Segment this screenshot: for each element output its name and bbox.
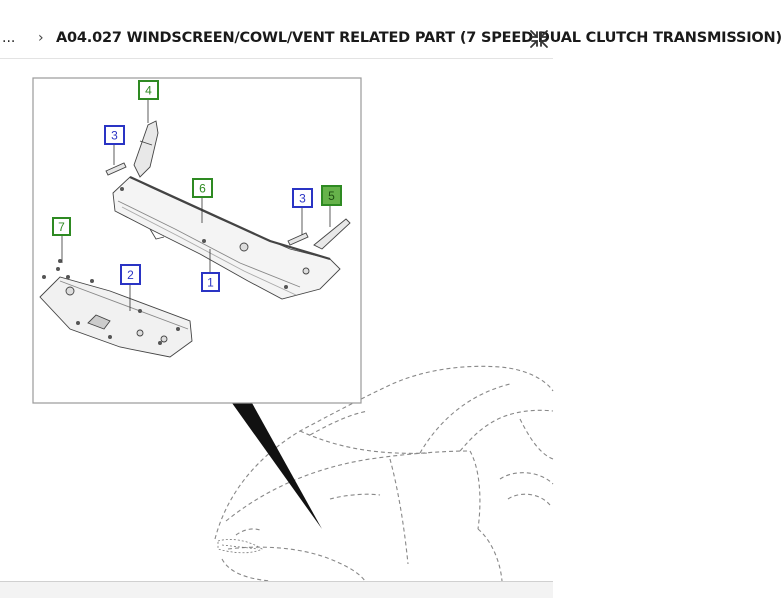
callout-box: [292, 188, 313, 208]
breadcrumb-chevron-icon: ›: [38, 30, 44, 46]
vehicle-outline-drawing: [214, 365, 554, 582]
callout-part-2[interactable]: 2: [120, 264, 141, 285]
callout-leader-lines: [61, 99, 331, 311]
callout-label: 3: [299, 192, 306, 206]
callout-pointer: [232, 403, 322, 529]
front-grille-drawing: [217, 539, 263, 554]
right-clip-strip-drawing: [287, 232, 309, 246]
diagram-canvas: 4 3 6 3 5 7 2 1: [32, 77, 554, 582]
callout-part-7[interactable]: 7: [52, 217, 71, 236]
part-detail-frame: [32, 77, 362, 404]
callout-box: [192, 178, 213, 198]
callout-part-5[interactable]: 5: [321, 185, 342, 206]
callout-box: [104, 125, 125, 145]
lower-cowl-cover-drawing: [39, 276, 193, 358]
callout-box: [52, 217, 71, 236]
parts-diagram: 4 3 6 3 5 7 2 1: [0, 59, 554, 582]
callout-label: 5: [328, 189, 335, 203]
cowl-top-panel-drawing: [112, 175, 341, 300]
callout-label: 4: [145, 84, 152, 98]
callout-label: 6: [199, 182, 206, 196]
right-cowl-seal-drawing: [313, 218, 351, 250]
horizontal-scrollbar[interactable]: [0, 581, 553, 598]
callout-label: 7: [58, 220, 65, 234]
fastener-screws-drawing: [42, 187, 288, 345]
collapse-arrows-icon: [530, 30, 548, 48]
collapse-button[interactable]: [528, 27, 550, 51]
callout-label: 2: [127, 268, 134, 282]
callout-part-1[interactable]: 1: [201, 272, 220, 292]
left-cowl-seal-drawing: [133, 120, 159, 178]
header-bar: ... › A04.027 WINDSCREEN/COWL/VENT RELAT…: [0, 0, 782, 59]
breadcrumb-previous[interactable]: ...: [2, 30, 16, 46]
page-title: A04.027 WINDSCREEN/COWL/VENT RELATED PAR…: [56, 30, 782, 46]
callout-box: [138, 80, 159, 100]
callout-box: [120, 264, 141, 285]
callout-part-6[interactable]: 6: [192, 178, 213, 198]
callout-part-3-right[interactable]: 3: [292, 188, 313, 208]
left-clip-strip-drawing: [105, 162, 127, 176]
callout-part-4[interactable]: 4: [138, 80, 159, 100]
callout-label: 1: [207, 276, 214, 290]
callout-label: 3: [111, 129, 118, 143]
callout-part-3-left[interactable]: 3: [104, 125, 125, 145]
callout-box: [201, 272, 220, 292]
callout-box: [321, 185, 342, 206]
